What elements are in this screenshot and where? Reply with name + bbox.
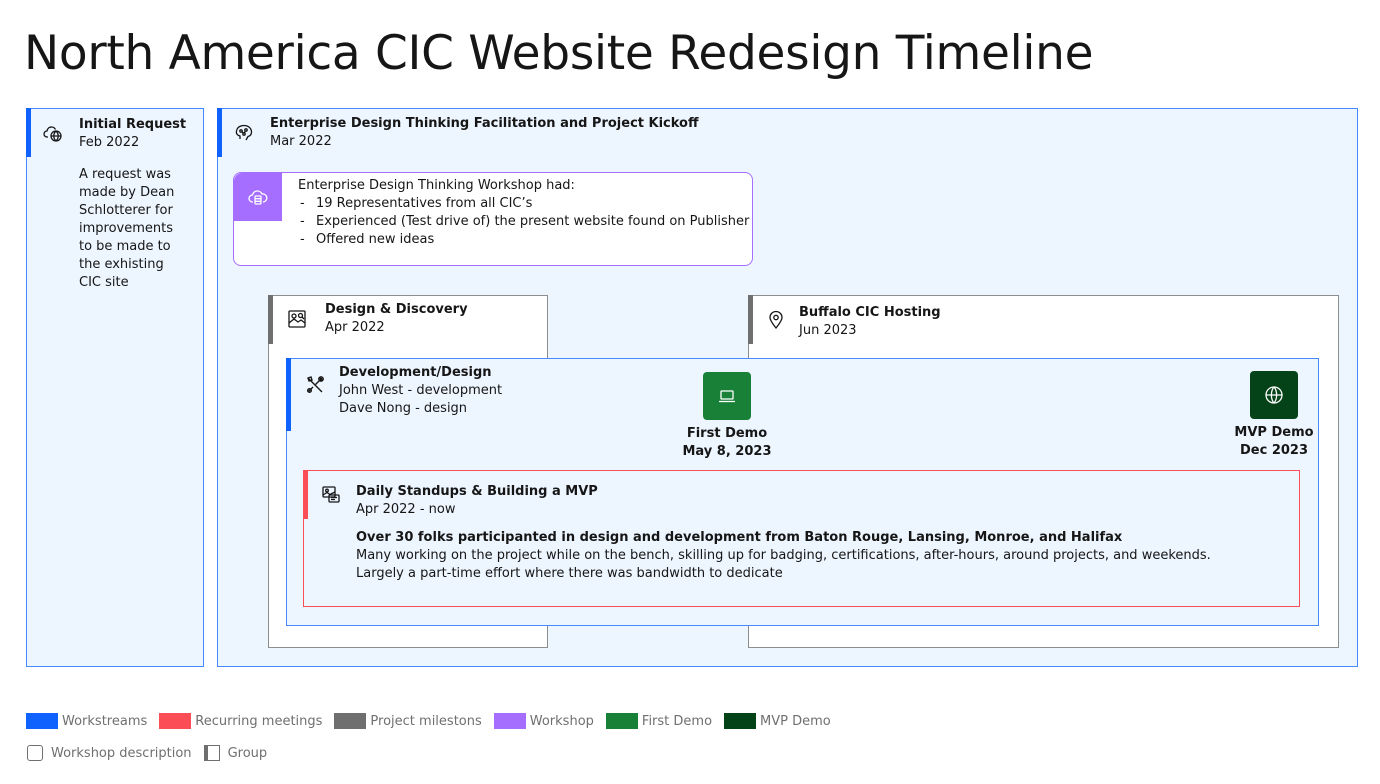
legend-label: Workstreams (62, 713, 148, 729)
development-line-1: John West - development (339, 383, 503, 398)
first-demo-label: First Demo (686, 426, 768, 441)
first-demo-date: May 8, 2023 (682, 444, 772, 459)
kickoff-date: Mar 2022 (270, 134, 332, 149)
standups-headline: Over 30 folks participanted in design an… (356, 530, 1123, 545)
kickoff-title: Enterprise Design Thinking Facilitation … (270, 116, 699, 131)
workstream-indicator-bar (286, 358, 291, 431)
initial-request-panel[interactable]: Initial Request Feb 2022 A request was m… (26, 108, 204, 667)
workshop-list-item: Experienced (Test drive of) the present … (298, 213, 749, 231)
standups-panel[interactable]: Daily Standups & Building a MVP Apr 2022… (303, 470, 1300, 607)
workshop-heading: Enterprise Design Thinking Workshop had: (298, 178, 575, 193)
buffalo-date: Jun 2023 (799, 323, 857, 338)
legend-secondary: Workshop description Group (27, 745, 267, 761)
cloud-globe-icon (43, 123, 63, 143)
page-title: North America CIC Website Redesign Timel… (24, 26, 1094, 81)
legend-swatch (724, 713, 757, 729)
legend-item-group: Group (203, 745, 268, 761)
legend-item-workstreams: Workstreams (26, 713, 147, 729)
legend-label: MVP Demo (760, 713, 831, 729)
legend-item-project-milestones: Project milestons (334, 713, 482, 729)
recurring-meeting-indicator-bar (303, 470, 308, 519)
image-chat-icon (321, 485, 341, 505)
legend-swatch (26, 713, 58, 729)
standups-line-1: Many working on the project while on the… (356, 548, 1211, 563)
initial-request-date: Feb 2022 (79, 135, 140, 150)
initial-request-description: A request was made by Dean Schlotterer f… (79, 167, 175, 290)
workshop-indicator (234, 173, 282, 221)
laptop-icon (717, 386, 737, 406)
tools-icon (305, 375, 325, 395)
first-demo-tile[interactable] (703, 372, 751, 420)
design-discovery-title: Design & Discovery (325, 302, 468, 317)
legend-swatch (203, 745, 220, 761)
mvp-demo-label: MVP Demo (1234, 425, 1314, 440)
standups-title: Daily Standups & Building a MVP (356, 484, 598, 499)
workshop-description-box[interactable]: Enterprise Design Thinking Workshop had:… (233, 172, 753, 266)
workshop-list-item: 19 Representatives from all CIC’s (298, 195, 749, 213)
legend-item-workshop: Workshop (493, 713, 594, 729)
mvp-demo-tile[interactable] (1250, 371, 1298, 419)
legend-swatch (27, 745, 43, 761)
legend-label: Group (227, 745, 268, 761)
workstream-indicator-bar (217, 108, 222, 157)
development-line-2: Dave Nong - design (339, 401, 468, 416)
workshop-list-item: Offered new ideas (298, 231, 749, 249)
legend-label: Workshop (529, 713, 594, 729)
legend-swatch (159, 713, 192, 729)
cloud-data-icon (248, 187, 268, 207)
workstream-indicator-bar (26, 108, 31, 157)
location-pin-icon (766, 310, 786, 330)
image-search-icon (287, 309, 307, 329)
design-discovery-date: Apr 2022 (325, 320, 385, 335)
mvp-demo-date: Dec 2023 (1239, 443, 1309, 458)
legend-item-recurring-meetings: Recurring meetings (159, 713, 322, 729)
milestone-indicator-bar (268, 295, 273, 344)
workshop-list: 19 Representatives from all CIC’s Experi… (298, 195, 749, 249)
milestone-indicator-bar (748, 295, 753, 344)
legend-label: Workshop description (51, 745, 192, 761)
legend-label: Recurring meetings (195, 713, 323, 729)
brain-icon (234, 123, 254, 143)
legend-item-mvp-demo: MVP Demo (724, 713, 831, 729)
legend-label: Project milestons (370, 713, 482, 729)
legend-swatch (605, 713, 638, 729)
legend-swatch (493, 713, 526, 729)
legend-label: First Demo (641, 713, 713, 729)
standups-line-2: Largely a part-time effort where there w… (356, 566, 783, 581)
legend-swatch (334, 713, 367, 729)
standups-date: Apr 2022 - now (356, 502, 456, 517)
initial-request-title: Initial Request (79, 117, 187, 132)
globe-icon (1264, 385, 1284, 405)
legend-item-workshop-description: Workshop description (27, 745, 192, 761)
buffalo-title: Buffalo CIC Hosting (799, 305, 941, 320)
development-title: Development/Design (339, 365, 492, 380)
legend: Workstreams Recurring meetings Project m… (26, 713, 831, 729)
legend-item-first-demo: First Demo (605, 713, 713, 729)
